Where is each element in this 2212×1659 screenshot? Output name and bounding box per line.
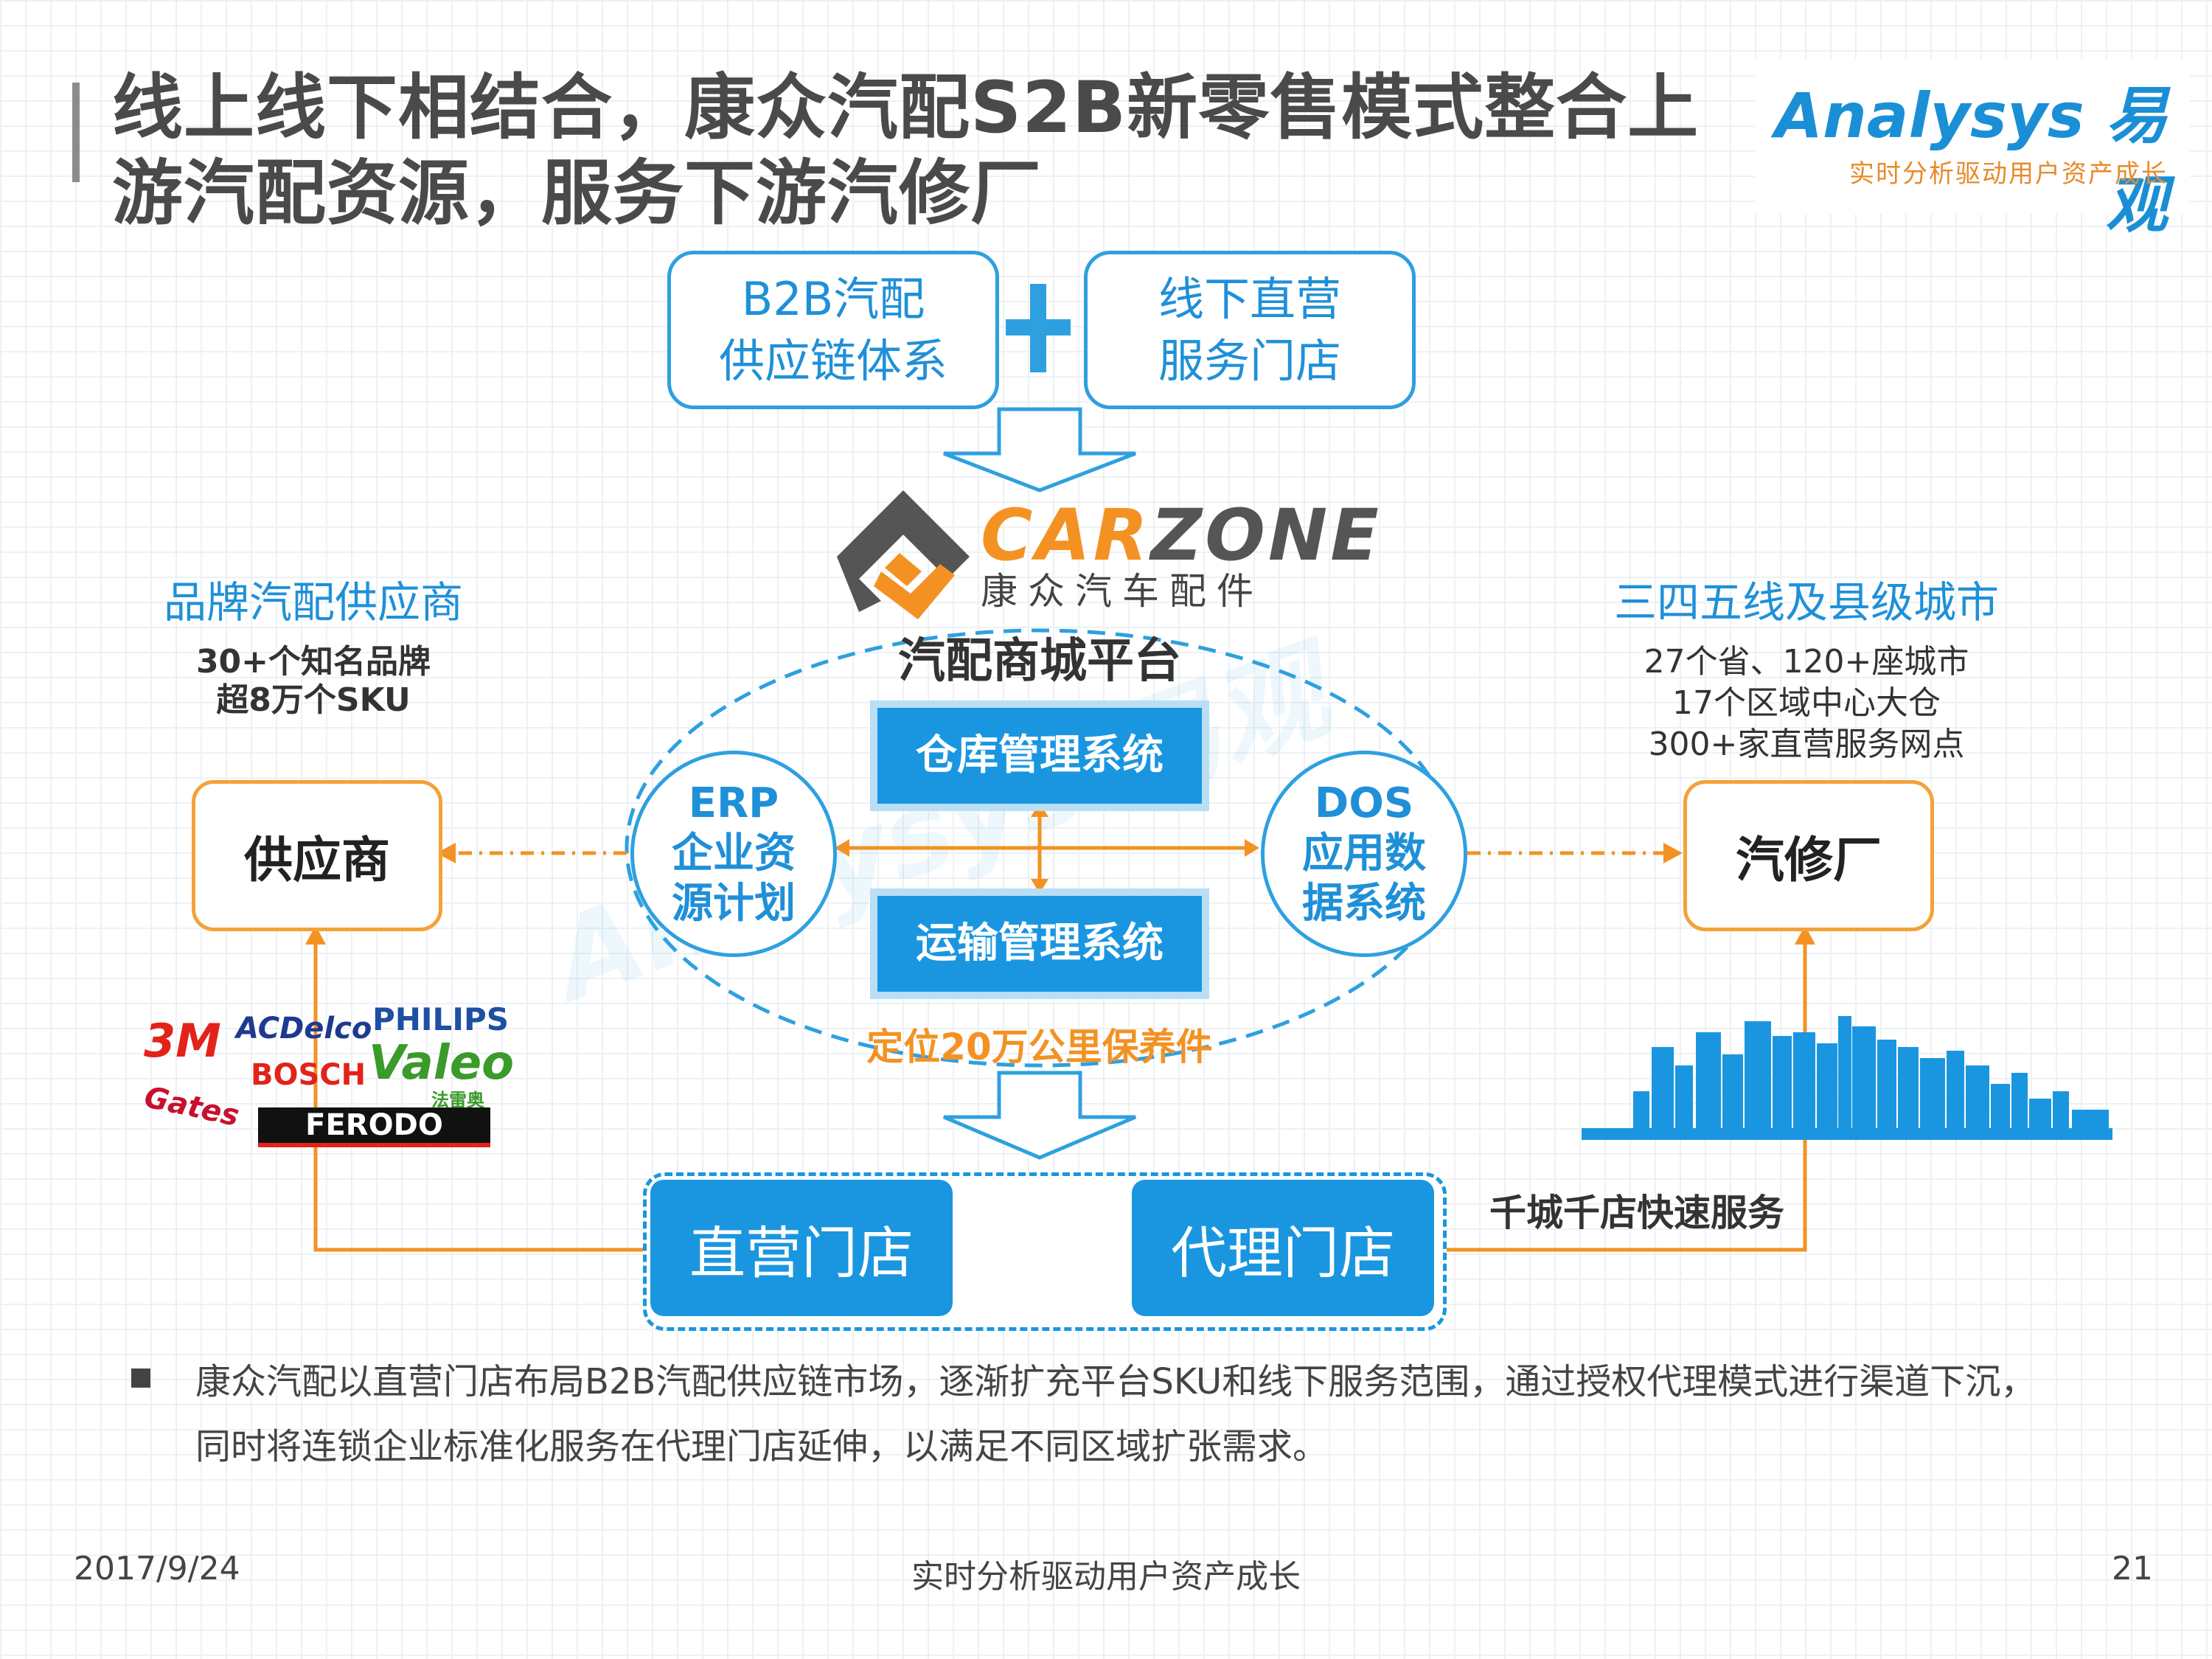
garage-section-title: 三四五线及县级城市 [1613,577,1999,627]
erp-arrowhead [835,839,849,857]
carzone-zone: ZONE [1150,494,1382,577]
garage-stat-outlets: 300+家直营服务网点 [1648,726,1965,763]
page-number: 21 [2112,1550,2153,1587]
warehouse-system-box: 仓库管理系统 [877,708,1202,804]
erp-line3: 源计划 [672,880,796,928]
offline-box-line1: 线下直营 [1158,271,1341,326]
body-paragraph: 康众汽配以直营门店布局B2B汽配供应链市场，逐渐扩充平台SKU和线下服务范围，通… [195,1349,2149,1479]
page-title: 线上线下相结合，康众汽配S2B新零售模式整合上 游汽配资源，服务下游汽修厂 [112,65,1734,236]
page-title-line2: 游汽配资源，服务下游汽修厂 [112,152,1042,234]
erp-circle: ERP 企业资 源计划 [630,751,837,957]
brand-logo-valeo-cn: 法雷奥 [431,1090,484,1110]
supplier-store-line [313,935,649,1252]
carzone-wordmark: CARZONE [981,494,1382,577]
garage-up-arrowhead [1795,925,1815,945]
analysys-logo: Analysys 易观 实时分析驱动用户资产成长 [1755,59,2190,241]
brand-logo-ferodo: FERODO [258,1107,490,1147]
vertical-arrowhead-down [1031,879,1048,894]
erp-line1: ERP [688,779,779,827]
vertical-arrowhead-up [1031,802,1048,817]
garage-stat-cities: 27个省、120+座城市 [1644,643,1969,681]
footer-slogan: 实时分析驱动用户资产成长 [911,1558,1301,1596]
b2b-box-line1: B2B汽配 [741,271,925,326]
down-arrow-top [943,407,1136,493]
dos-arrowhead [1245,839,1259,857]
body-line2: 同时将连锁企业标准化服务在代理门店延伸，以满足不同区域扩张需求。 [195,1426,1329,1467]
analysys-slogan: 实时分析驱动用户资产成长 [1849,159,2168,189]
supplier-arrowhead [437,843,456,863]
carzone-cn-name: 康众汽车配件 [981,570,1264,613]
platform-title: 汽配商城平台 [898,634,1181,689]
fast-service-label: 千城千店快速服务 [1489,1192,1784,1234]
supplier-up-arrowhead [305,925,326,945]
plus-icon [1006,284,1071,372]
dos-circle: DOS 应用数 据系统 [1261,751,1467,957]
brand-logo-bosch: BOSCH [251,1058,366,1092]
title-accent-bar [72,83,80,182]
offline-store-box: 线下直营 服务门店 [1084,251,1416,409]
brand-logo-valeo: Valeo [369,1036,515,1091]
transport-system-box: 运输管理系统 [877,896,1202,992]
city-skyline-icon [1582,1016,2112,1140]
garage-stat-warehouses: 17个区域中心大仓 [1672,684,1941,722]
supplier-stat-brands: 30+个知名品牌 [195,643,431,681]
page-title-line1: 线上线下相结合，康众汽配S2B新零售模式整合上 [112,66,1700,149]
dos-line3: 据系统 [1302,880,1426,928]
carzone-logo-icon [837,490,970,619]
bullet-icon [131,1368,150,1388]
direct-store-box: 直营门店 [650,1180,953,1316]
b2b-box-line2: 供应链体系 [718,333,947,388]
brand-logo-3m: 3M [144,1014,221,1068]
brand-logo-acdelco: ACDelco [236,1012,372,1046]
b2b-supply-chain-box: B2B汽配 供应链体系 [667,251,999,409]
down-arrow-bottom [943,1071,1136,1160]
dos-line1: DOS [1314,779,1414,827]
garage-box: 汽修厂 [1683,780,1934,931]
garage-arrowhead [1663,843,1683,863]
erp-line2: 企业资 [672,830,796,877]
supplier-box: 供应商 [192,780,442,931]
supplier-stat-sku: 超8万个SKU [216,681,411,719]
carzone-car: CAR [981,494,1151,577]
dos-line2: 应用数 [1302,830,1426,877]
footer-date: 2017/9/24 [74,1550,240,1587]
agent-store-box: 代理门店 [1132,1180,1434,1316]
analysys-logo-text: Analysys 易观 [1774,80,2168,241]
brand-logo-philips: PHILIPS [372,1001,509,1037]
parts-positioning-note: 定位20万公里保养件 [866,1026,1213,1068]
body-line1: 康众汽配以直营门店布局B2B汽配供应链市场，逐渐扩充平台SKU和线下服务范围，通… [195,1361,2037,1402]
offline-box-line2: 服务门店 [1158,333,1341,388]
supplier-section-title: 品牌汽配供应商 [163,577,463,627]
